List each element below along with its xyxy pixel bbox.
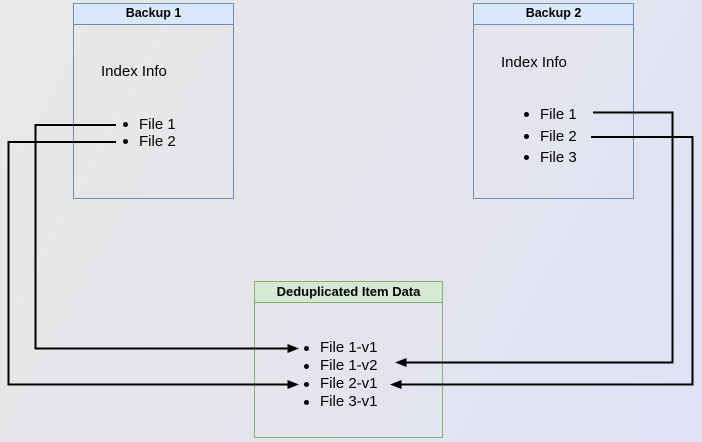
bullet-icon bbox=[524, 155, 529, 161]
backup1-title: Backup 1 bbox=[74, 4, 233, 25]
backup2-file-list: File 1 File 2 File 3 bbox=[521, 104, 577, 169]
list-item: File 1 bbox=[120, 116, 176, 133]
bullet-icon bbox=[524, 133, 529, 139]
backup1-node: Backup 1 bbox=[73, 3, 234, 199]
file-label: File 1 bbox=[540, 106, 577, 123]
list-item: File 2 bbox=[521, 126, 577, 148]
file-label: File 3 bbox=[540, 149, 577, 166]
item-label: File 2-v1 bbox=[320, 375, 378, 392]
bullet-icon bbox=[304, 381, 309, 387]
bullet-icon bbox=[304, 363, 309, 369]
bullet-icon bbox=[304, 399, 309, 405]
list-item: File 1-v2 bbox=[301, 357, 378, 375]
item-label: File 3-v1 bbox=[320, 393, 378, 410]
list-item: File 1-v1 bbox=[301, 339, 378, 357]
file-label: File 2 bbox=[139, 133, 176, 150]
list-item: File 2 bbox=[120, 133, 176, 150]
bullet-icon bbox=[123, 139, 128, 144]
file-label: File 1 bbox=[139, 116, 176, 133]
backup2-node: Backup 2 bbox=[473, 3, 634, 199]
list-item: File 1 bbox=[521, 104, 577, 126]
bullet-icon bbox=[524, 112, 529, 118]
bullet-icon bbox=[123, 122, 128, 127]
backup2-index-info-label: Index Info bbox=[501, 54, 567, 71]
bullet-icon bbox=[304, 345, 309, 351]
backup2-title: Backup 2 bbox=[474, 4, 633, 25]
backup1-index-info-label: Index Info bbox=[101, 63, 167, 80]
item-label: File 1-v2 bbox=[320, 357, 378, 374]
list-item: File 2-v1 bbox=[301, 375, 378, 393]
item-label: File 1-v1 bbox=[320, 339, 378, 356]
backup1-file-list: File 1 File 2 bbox=[120, 116, 176, 150]
list-item: File 3-v1 bbox=[301, 393, 378, 411]
dedup-title: Deduplicated Item Data bbox=[255, 282, 442, 303]
dedup-item-list: File 1-v1 File 1-v2 File 2-v1 File 3-v1 bbox=[301, 339, 378, 411]
file-label: File 2 bbox=[540, 127, 577, 145]
list-item: File 3 bbox=[521, 147, 577, 169]
